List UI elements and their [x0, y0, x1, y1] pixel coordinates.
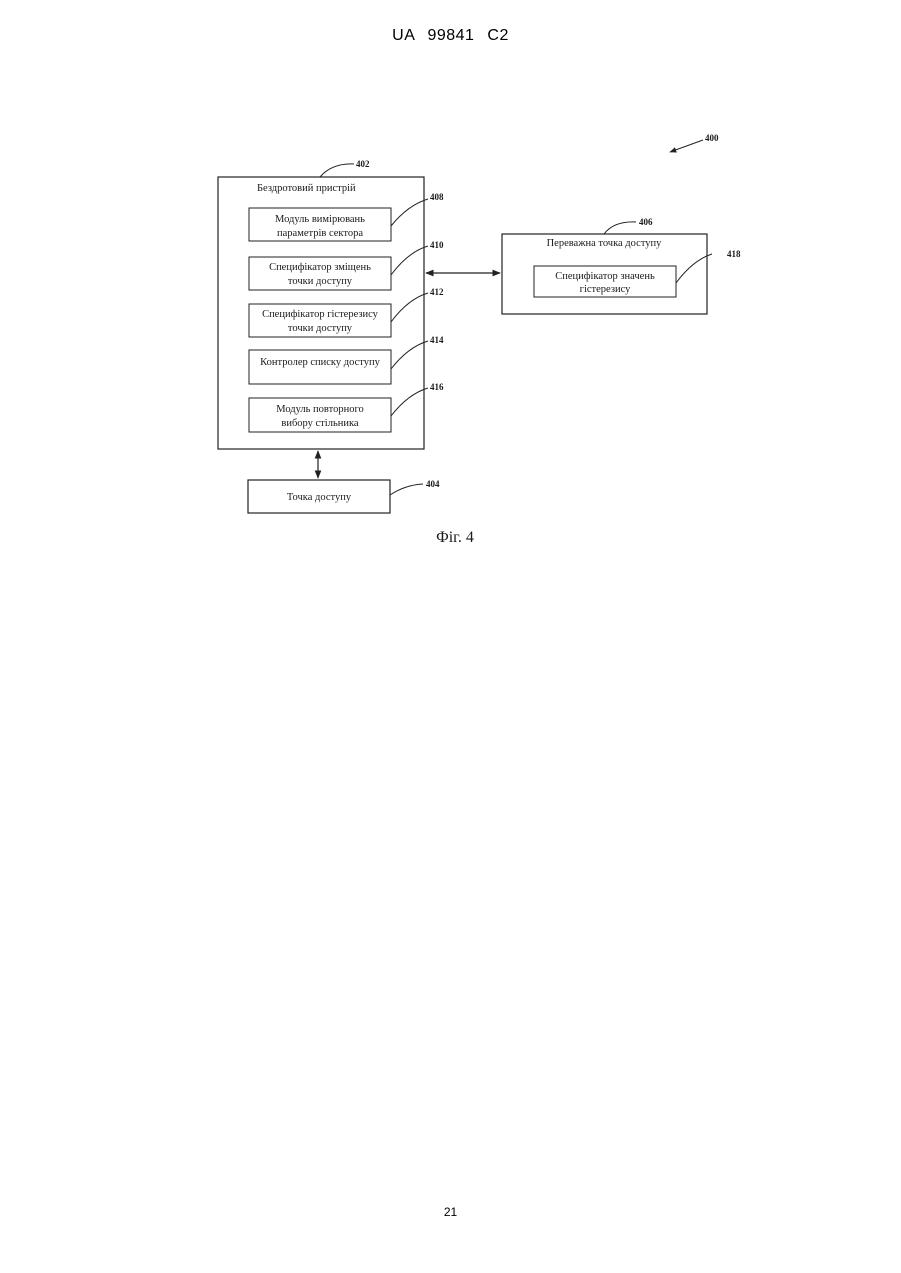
module-label-line1: Контролер списку доступу: [260, 357, 380, 368]
module-leader-line: [391, 341, 428, 369]
hysteresis-values-line1: Специфікатор значень: [555, 271, 655, 282]
wireless-device-ref: 402: [356, 159, 370, 169]
preferred-access-point-box: Переважна точка доступу 406 Специфікатор…: [502, 217, 741, 314]
module-ref-label: 414: [430, 335, 444, 345]
module-leader-line: [391, 388, 428, 416]
module-offset-specifier: Специфікатор зміщень точки доступу 410: [249, 240, 444, 290]
module-label-line1: Специфікатор гістерезису: [262, 309, 379, 320]
module-label-line1: Специфікатор зміщень: [269, 262, 371, 273]
module-leader-line: [391, 246, 428, 275]
module-leader-line: [391, 199, 428, 226]
preferred-access-point-title: Переважна точка доступу: [547, 238, 663, 249]
module-leader-line: [391, 293, 428, 322]
module-label-line1: Модуль вимірювань: [275, 214, 365, 225]
module-cell-reselection: Модуль повторного вибору стільника 416: [249, 382, 444, 432]
module-label-line2: параметрів сектора: [277, 228, 363, 239]
module-label-line2: точки доступу: [288, 323, 353, 334]
system-ref-arrow: [670, 140, 703, 152]
wireless-device-title: Бездротовий пристрій: [257, 183, 356, 194]
preferred-access-point-leader: [604, 222, 636, 234]
wireless-device-leader: [320, 164, 354, 177]
hysteresis-values-line2: гістерезису: [580, 284, 631, 295]
preferred-access-point-ref: 406: [639, 217, 653, 227]
system-ref-label: 400: [705, 133, 719, 143]
module-label-line2: точки доступу: [288, 276, 353, 287]
module-ref-label: 408: [430, 192, 444, 202]
hysteresis-values-ref: 418: [727, 249, 741, 259]
access-point-label: Точка доступу: [287, 492, 352, 503]
module-access-list-controller: Контролер списку доступу 414: [249, 335, 444, 384]
module-sector-measurement: Модуль вимірювань параметрів сектора 408: [249, 192, 444, 241]
module-label-line1: Модуль повторного: [276, 404, 364, 415]
module-ref-label: 410: [430, 240, 444, 250]
figure-caption: Фіг. 4: [436, 529, 474, 546]
module-ref-label: 412: [430, 287, 444, 297]
module-label-line2: вибору стільника: [281, 418, 359, 429]
module-ref-label: 416: [430, 382, 444, 392]
module-hysteresis-specifier: Специфікатор гістерезису точки доступу 4…: [249, 287, 444, 337]
access-point-box: Точка доступу 404: [248, 479, 440, 513]
access-point-leader: [390, 484, 423, 495]
access-point-ref: 404: [426, 479, 440, 489]
page-number: 21: [0, 1205, 901, 1219]
